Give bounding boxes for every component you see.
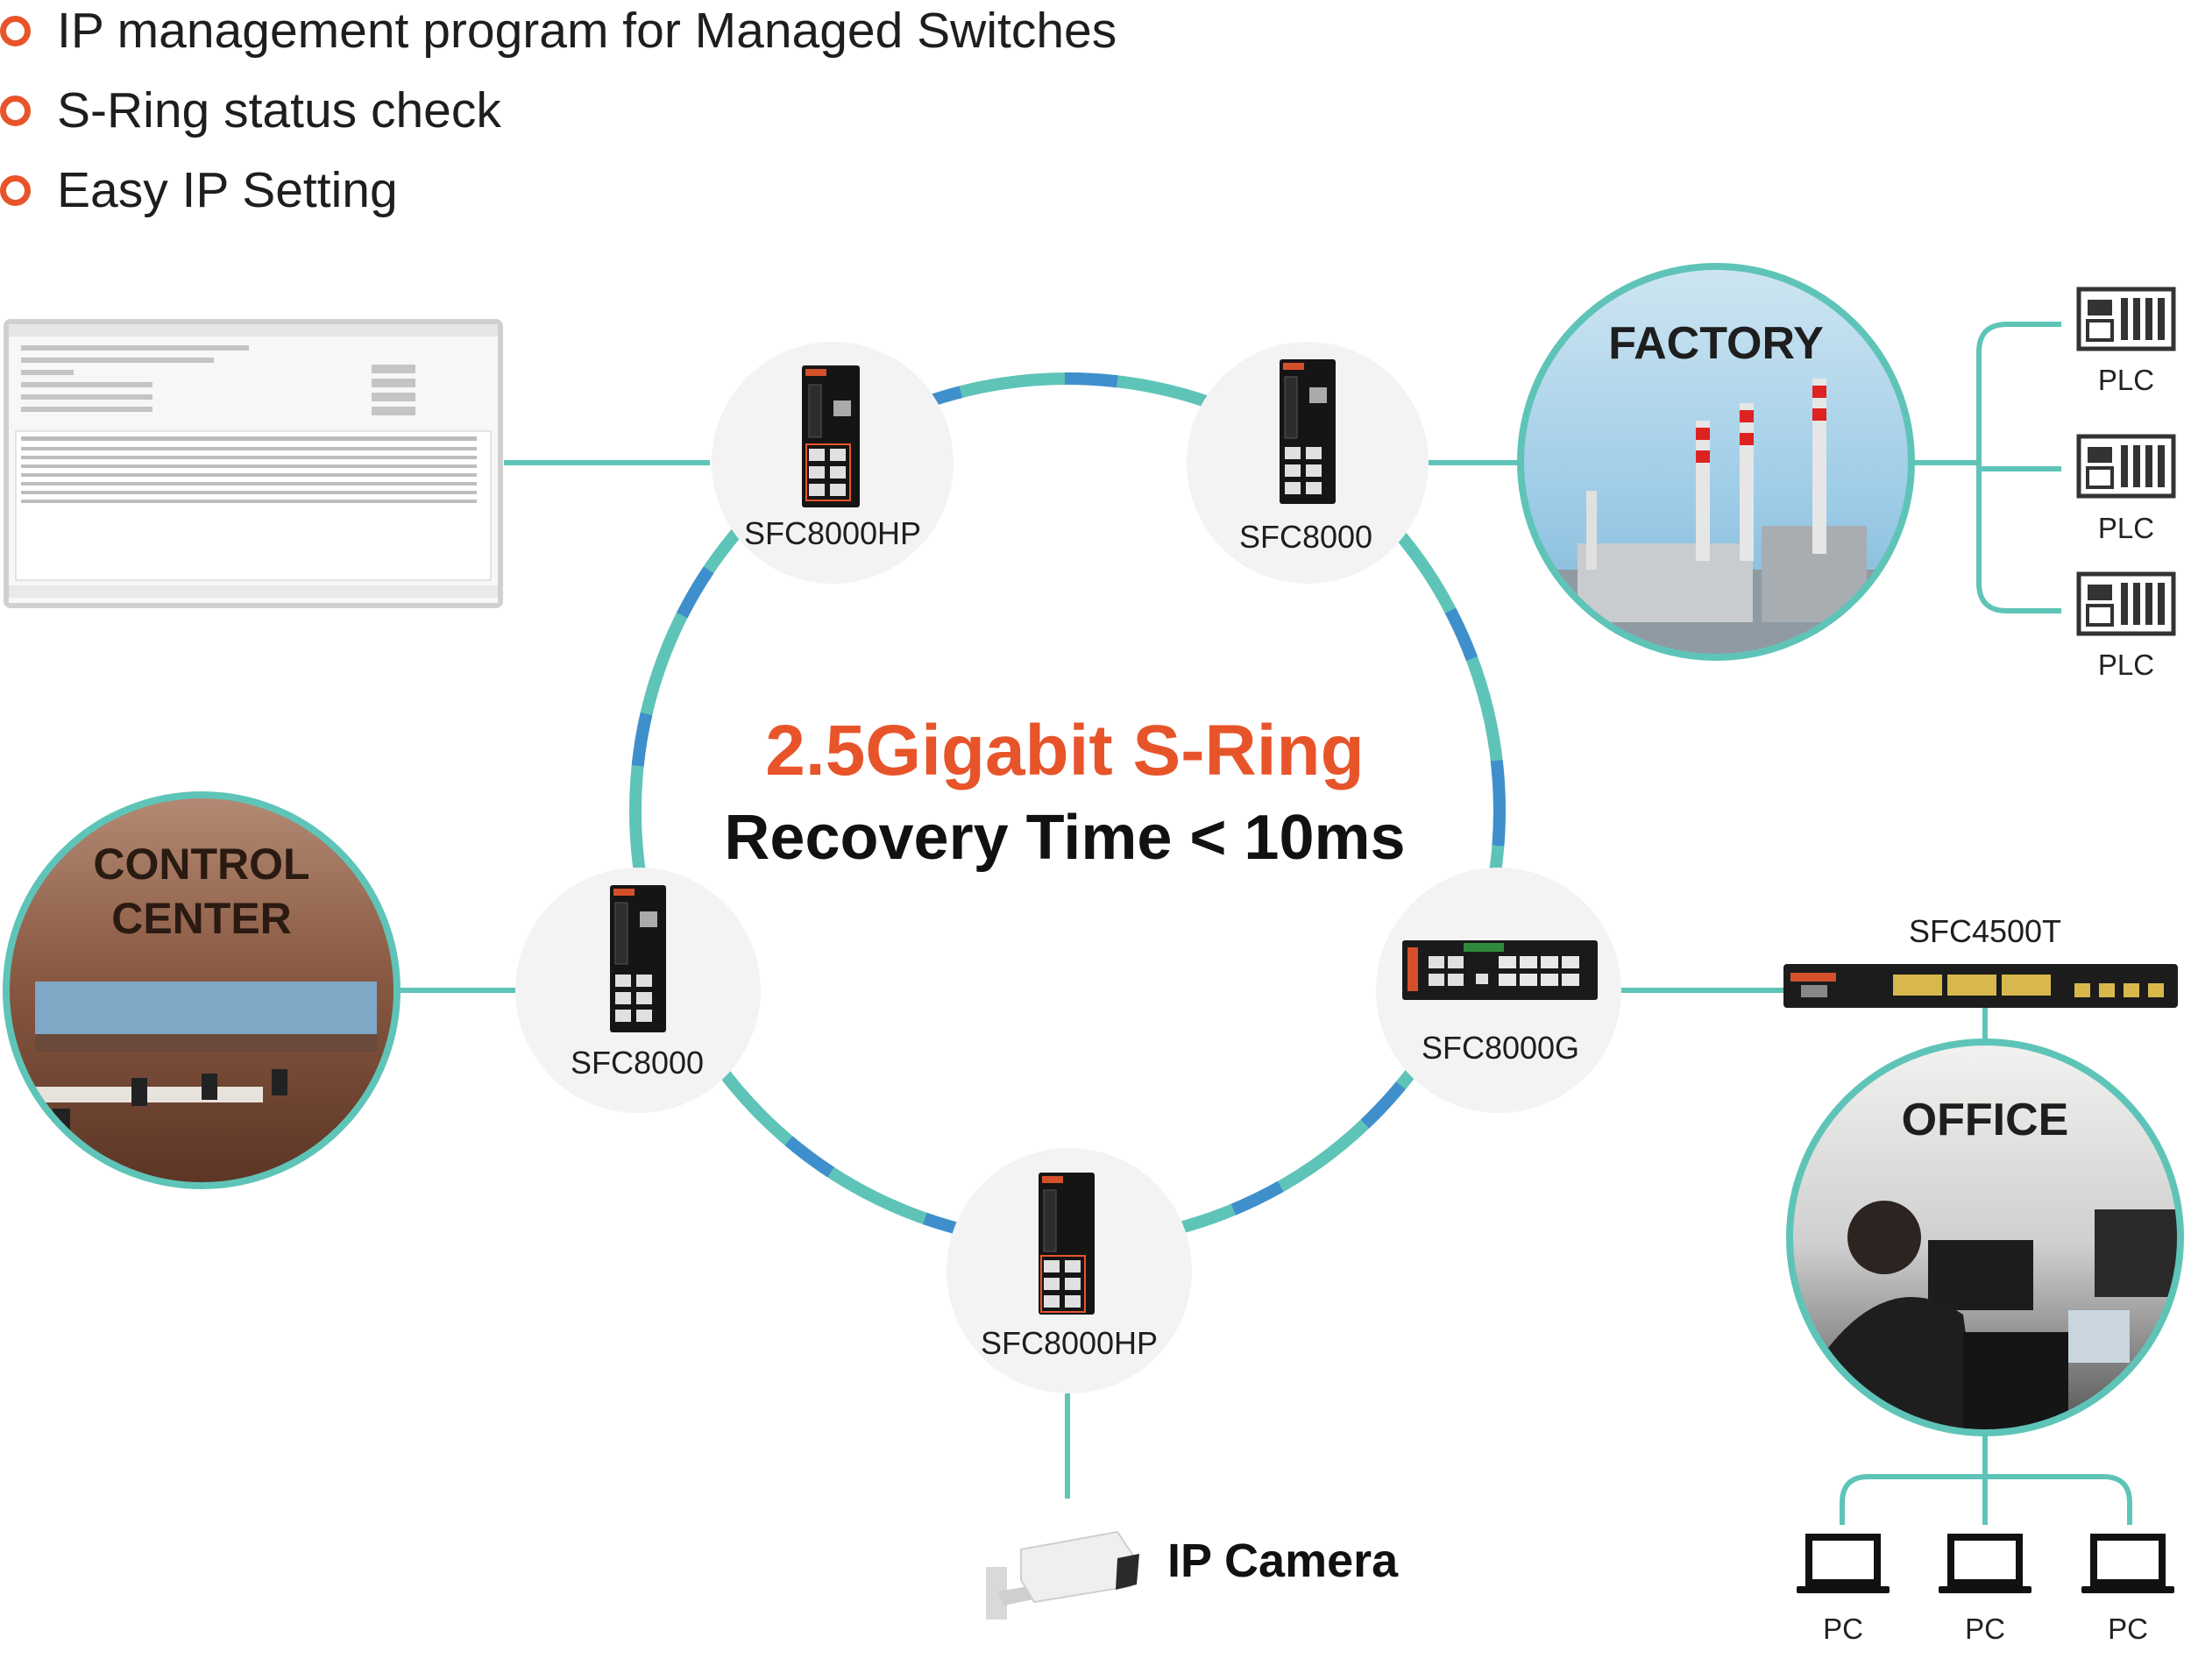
software-window xyxy=(4,319,503,608)
laptop-icon xyxy=(1797,1534,1890,1593)
switch-label-left: SFC8000 xyxy=(570,1045,705,1081)
ip-camera-label: IP Camera xyxy=(1167,1535,1399,1587)
switch-device-right xyxy=(1402,940,1598,1000)
plc-icon xyxy=(2076,571,2176,636)
plc-label: PLC xyxy=(2097,364,2155,396)
office-title: OFFICE xyxy=(1901,1095,2069,1145)
ip-camera-icon xyxy=(986,1530,1139,1620)
switch-label-bottom: SFC8000HP xyxy=(980,1325,1159,1361)
feature-item: S-Ring status check xyxy=(0,82,501,139)
switch-device-bottom xyxy=(1039,1173,1095,1315)
laptop-icon xyxy=(1939,1534,2031,1593)
feature-text: S-Ring status check xyxy=(57,82,501,138)
switch-device-top-right xyxy=(1280,359,1336,504)
ring-title: 2.5Gigabit S-Ring xyxy=(765,711,1365,790)
bullet-icon xyxy=(0,174,31,206)
plc-icon xyxy=(2076,287,2176,351)
connection-lines xyxy=(397,322,2132,1525)
pc-label: PC xyxy=(1823,1613,1863,1645)
feature-item: IP management program for Managed Switch… xyxy=(0,2,1117,60)
feature-text: IP management program for Managed Switch… xyxy=(57,3,1117,59)
rack-switch xyxy=(1783,964,2178,1008)
pc-label: PC xyxy=(1965,1613,2005,1645)
factory-title: FACTORY xyxy=(1608,318,1824,369)
plc-label: PLC xyxy=(2097,512,2155,544)
office-switch-label: SFC4500T xyxy=(1908,913,2062,949)
plc-icon xyxy=(2076,434,2176,499)
s-ring-dash xyxy=(629,372,1506,1249)
switch-device-left xyxy=(610,885,666,1032)
control-center-title: CONTROL CENTER xyxy=(93,837,309,946)
switch-label-top-left: SFC8000HP xyxy=(743,515,922,551)
switch-label-top-right: SFC8000 xyxy=(1238,519,1373,555)
ring-subtitle: Recovery Time < 10ms xyxy=(724,803,1406,873)
control-center-title-line1: CONTROL xyxy=(93,840,310,889)
plc-label: PLC xyxy=(2097,649,2155,681)
feature-text: Easy IP Setting xyxy=(57,162,398,218)
switch-device-top-left xyxy=(802,365,860,507)
bullet-icon xyxy=(0,95,31,126)
bullet-icon xyxy=(0,15,31,46)
pc-label: PC xyxy=(2108,1613,2148,1645)
control-center-title-line2: CENTER xyxy=(111,894,292,943)
laptop-icon xyxy=(2081,1534,2174,1593)
feature-item: Easy IP Setting xyxy=(0,161,398,219)
control-center-scene xyxy=(3,791,401,1189)
switch-label-right: SFC8000G xyxy=(1421,1030,1580,1066)
